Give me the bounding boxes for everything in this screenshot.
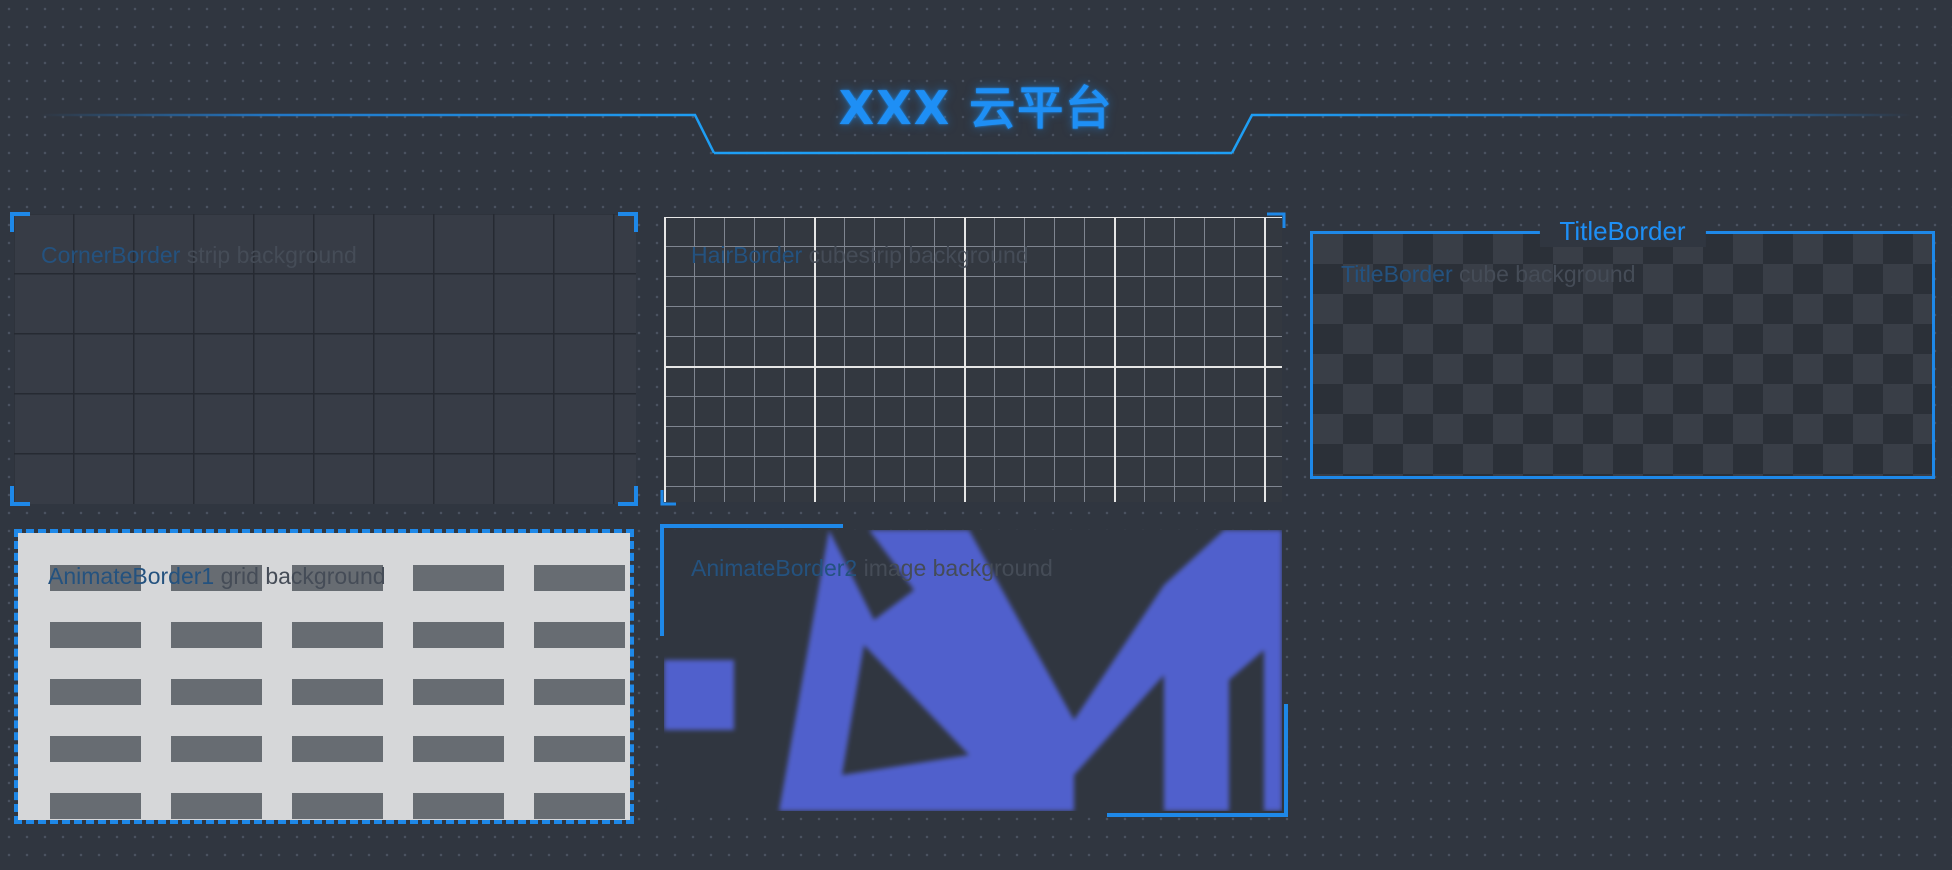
corner-border-keyword: CornerBorder xyxy=(41,242,181,268)
title-border-keyword: TitleBorder xyxy=(1341,261,1453,287)
grid-cell xyxy=(50,565,141,591)
grid-cell xyxy=(534,793,625,819)
animate-border-2-keyword: AnimateBorder2 xyxy=(691,555,858,581)
grid-cell xyxy=(534,622,625,648)
animate-border-2-desc: image background xyxy=(857,555,1053,581)
grid-cell xyxy=(171,736,262,762)
corner-border-desc: strip background xyxy=(180,242,357,268)
grid-cell xyxy=(50,679,141,705)
grid-cell xyxy=(413,565,504,591)
title-border-title: TitleBorder xyxy=(1539,216,1706,247)
grid-cell xyxy=(50,622,141,648)
animate-border-2-panel: AnimateBorder2 image background xyxy=(664,530,1282,811)
title-border-panel: TitleBorder TitleBorder cube background xyxy=(1310,216,1935,479)
grid-cell xyxy=(171,622,262,648)
grid-cell xyxy=(50,793,141,819)
hair-border-keyword: HairBorder xyxy=(691,242,803,268)
grid-cell xyxy=(292,679,383,705)
hair-border-desc: cubestrip background xyxy=(802,242,1029,268)
grid-cell xyxy=(171,565,262,591)
animate-border-1-label: AnimateBorder1 grid background xyxy=(48,563,386,590)
animate-border-1-keyword: AnimateBorder1 xyxy=(48,563,215,589)
grid-cell xyxy=(171,793,262,819)
grid-cell xyxy=(534,565,625,591)
animate-border-2-label: AnimateBorder2 image background xyxy=(691,555,1053,582)
grid-cell xyxy=(413,622,504,648)
hair-border-panel: HairBorder cubestrip background xyxy=(664,217,1282,502)
corner-border-label: CornerBorder strip background xyxy=(41,242,357,269)
grid-cell xyxy=(50,736,141,762)
grid-cell xyxy=(534,736,625,762)
header-frame xyxy=(40,113,1912,155)
grid-cell xyxy=(292,622,383,648)
grid-background xyxy=(18,533,630,820)
grid-cell xyxy=(292,736,383,762)
animate-border-1-desc: grid background xyxy=(214,563,386,589)
grid-cell xyxy=(171,679,262,705)
title-border-desc: cube background xyxy=(1452,261,1636,287)
grid-cell xyxy=(534,679,625,705)
grid-cell xyxy=(413,793,504,819)
page-title: XXX 云平台 xyxy=(838,81,1114,135)
title-border-label: TitleBorder cube background xyxy=(1341,261,1636,288)
hair-border-label: HairBorder cubestrip background xyxy=(691,242,1029,269)
corner-border-panel: CornerBorder strip background xyxy=(14,214,636,504)
grid-cell xyxy=(413,679,504,705)
animate-border-1-panel: AnimateBorder1 grid background xyxy=(14,529,634,824)
grid-cell xyxy=(292,565,383,591)
grid-cell xyxy=(413,736,504,762)
grid-cell xyxy=(292,793,383,819)
